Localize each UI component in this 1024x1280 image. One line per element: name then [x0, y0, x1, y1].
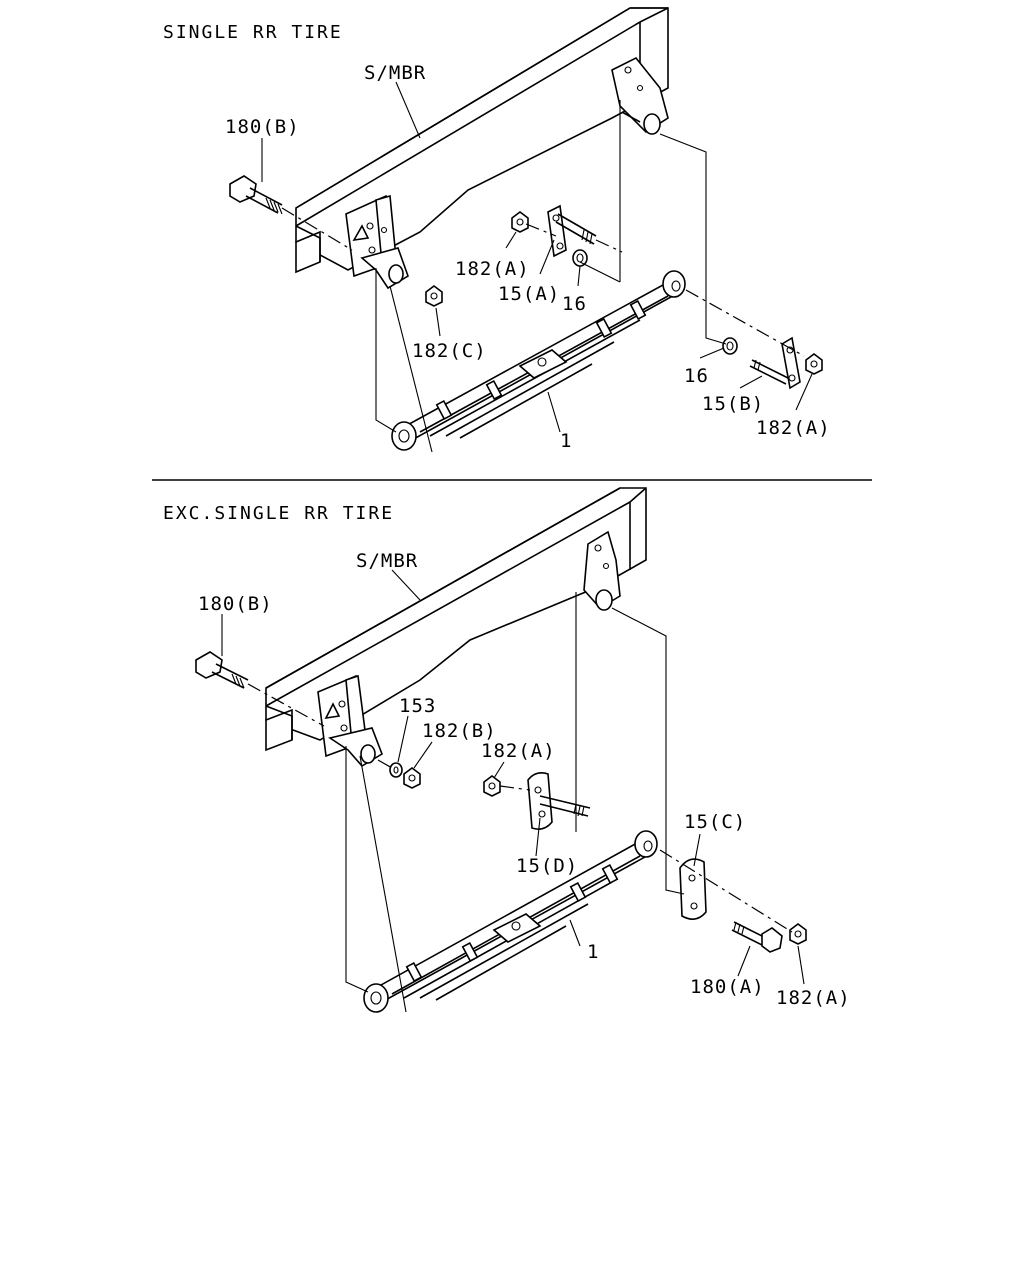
label-15c: 15(C) — [684, 811, 746, 833]
nut-182a-rear — [805, 353, 823, 375]
bushing-16-top — [572, 249, 588, 267]
section-header: SINGLE RR TIRE — [163, 22, 343, 43]
label-16-rear: 16 — [684, 365, 709, 387]
label-180b: 180(B) — [225, 116, 300, 138]
nut-182a-top — [511, 211, 529, 233]
section-header: EXC.SINGLE RR TIRE — [163, 503, 394, 524]
label-153: 153 — [399, 695, 436, 717]
shackle-15d — [527, 772, 591, 830]
leaf-spring — [363, 830, 658, 1013]
side-member — [265, 487, 647, 752]
label-180a: 180(A) — [690, 976, 765, 998]
label-side-member: S/MBR — [364, 62, 426, 84]
label-16-top: 16 — [562, 293, 587, 315]
nut-182a-rear — [789, 923, 807, 945]
shackle-15c — [679, 858, 707, 920]
label-leaf-spring: 1 — [587, 941, 599, 963]
label-182a-rear: 182(A) — [776, 987, 851, 1009]
front-hanger-bracket — [345, 194, 409, 290]
shackle-15a — [547, 204, 597, 258]
bolt-180b — [229, 175, 283, 215]
label-15b: 15(B) — [702, 393, 764, 415]
leaf-spring — [391, 270, 686, 451]
assembly-lines — [375, 100, 805, 453]
section-exc-single-rr-tire: EXC.SINGLE RR TIRE — [163, 487, 851, 1013]
section-single-rr-tire: SINGLE RR TIRE — [163, 7, 831, 453]
label-180b: 180(B) — [198, 593, 273, 615]
nut-182c — [425, 285, 443, 307]
bolt-180b — [195, 651, 249, 689]
leader-lines — [261, 81, 813, 433]
label-15a: 15(A) — [498, 283, 560, 305]
label-side-member: S/MBR — [356, 550, 418, 572]
nut-182a-front — [483, 775, 501, 797]
washer-153 — [389, 762, 403, 778]
label-leaf-spring: 1 — [560, 430, 572, 452]
label-182c: 182(C) — [412, 340, 487, 362]
label-182a-top: 182(A) — [455, 258, 530, 280]
leader-lines — [221, 569, 805, 985]
nut-182b — [403, 767, 421, 789]
label-182a-rear: 182(A) — [756, 417, 831, 439]
label-182a-front: 182(A) — [481, 740, 556, 762]
front-hanger-bracket — [317, 674, 383, 768]
assembly-lines — [345, 592, 793, 1013]
shackle-15b — [749, 336, 801, 390]
label-182b: 182(B) — [422, 720, 497, 742]
label-15d: 15(D) — [516, 855, 578, 877]
rear-hanger-bracket — [583, 530, 621, 611]
bushing-16-rear — [722, 337, 738, 355]
bolt-180a — [731, 921, 783, 953]
